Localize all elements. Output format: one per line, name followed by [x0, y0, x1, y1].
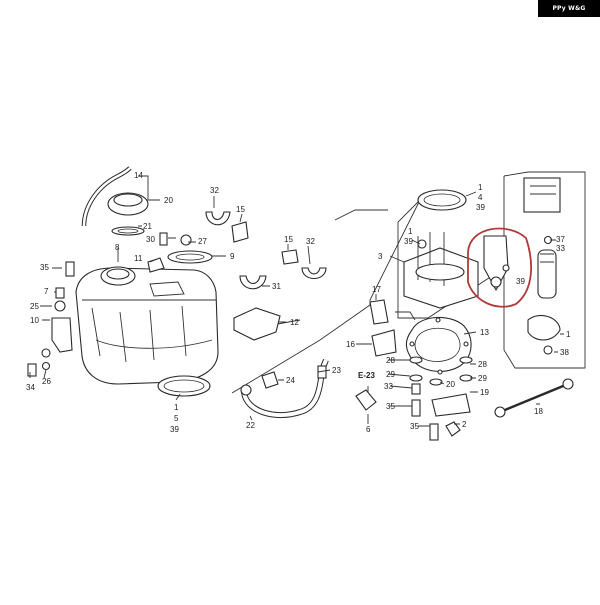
- callout-39-top: 39: [476, 203, 485, 212]
- callout-30: 30: [146, 235, 155, 244]
- pump-flange-gasket: [405, 316, 472, 375]
- callout-28-left: 28: [386, 356, 395, 365]
- callout-22: 22: [246, 421, 255, 430]
- tank-grommet-ring: [157, 375, 211, 397]
- callout-3: 3: [378, 252, 383, 261]
- callout-1-right: 1: [566, 330, 571, 339]
- tank-fasteners: [27, 232, 213, 377]
- callout-35: 35: [40, 263, 49, 272]
- callout-29-left: 29: [386, 370, 395, 379]
- callout-leaders: [29, 175, 564, 427]
- callout-33-pump: 33: [556, 244, 565, 253]
- fuel-pump-assembly: [403, 189, 479, 309]
- callout-25: 25: [30, 302, 39, 311]
- callout-9: 9: [230, 252, 235, 261]
- callout-31: 31: [272, 282, 281, 291]
- hose-clamps: [205, 211, 327, 341]
- callout-15-upper: 15: [236, 205, 245, 214]
- callout-14: 14: [134, 171, 143, 180]
- fuel-cap-assembly: [81, 166, 149, 236]
- callout-15-lower: 15: [284, 235, 293, 244]
- callout-32-upper: 32: [210, 186, 219, 195]
- callout-e-23: E-23: [358, 371, 375, 380]
- callout-23: 23: [332, 366, 341, 375]
- fuel-pump-unit: [523, 177, 561, 355]
- callout-37: 37: [556, 235, 565, 244]
- callout-29-right: 29: [478, 374, 487, 383]
- callout-34: 34: [26, 383, 35, 392]
- callout-32-lower: 32: [306, 237, 315, 246]
- callout-35-bottom: 35: [410, 422, 419, 431]
- callout-11: 11: [134, 254, 143, 263]
- callout-4: 4: [478, 193, 483, 202]
- callout-10: 10: [30, 316, 39, 325]
- fuel-pipe-parts: [369, 299, 397, 357]
- callout-21: 21: [143, 222, 152, 231]
- callout-1-bottom: 1: [174, 403, 179, 412]
- callout-20-stack: 20: [446, 380, 455, 389]
- callout-12: 12: [290, 318, 299, 327]
- callout-39-highlight: 39: [516, 277, 525, 286]
- callout-2: 2: [462, 420, 467, 429]
- callout-33-stack: 33: [384, 382, 393, 391]
- callout-13: 13: [480, 328, 489, 337]
- highlighted-part-group: [467, 227, 532, 308]
- callout-6: 6: [366, 425, 371, 434]
- watermark-badge: PPy W&G: [538, 0, 600, 17]
- callout-20: 20: [164, 196, 173, 205]
- callout-19: 19: [480, 388, 489, 397]
- callout-5: 5: [174, 414, 179, 423]
- callout-39-bottom: 39: [170, 425, 179, 434]
- fuel-tank: [75, 266, 219, 385]
- support-rod: [494, 378, 574, 418]
- callout-17: 17: [372, 285, 381, 294]
- callout-7: 7: [44, 287, 49, 296]
- callout-35-stack: 35: [386, 402, 395, 411]
- callout-39-pump: 39: [404, 237, 413, 246]
- callout-24: 24: [286, 376, 295, 385]
- callout-26: 26: [42, 377, 51, 386]
- callout-1-pump: 1: [408, 227, 413, 236]
- callout-labels: 14 20 21 30 27 8 11 9 35 7 25 10 26 34 3…: [26, 171, 571, 434]
- callout-28-right: 28: [478, 360, 487, 369]
- callout-27: 27: [198, 237, 207, 246]
- callout-38: 38: [560, 348, 569, 357]
- fuel-hose-assembly: [240, 358, 377, 419]
- callout-1-top: 1: [478, 183, 483, 192]
- callout-18: 18: [534, 407, 543, 416]
- callout-16: 16: [346, 340, 355, 349]
- callout-8: 8: [115, 243, 120, 252]
